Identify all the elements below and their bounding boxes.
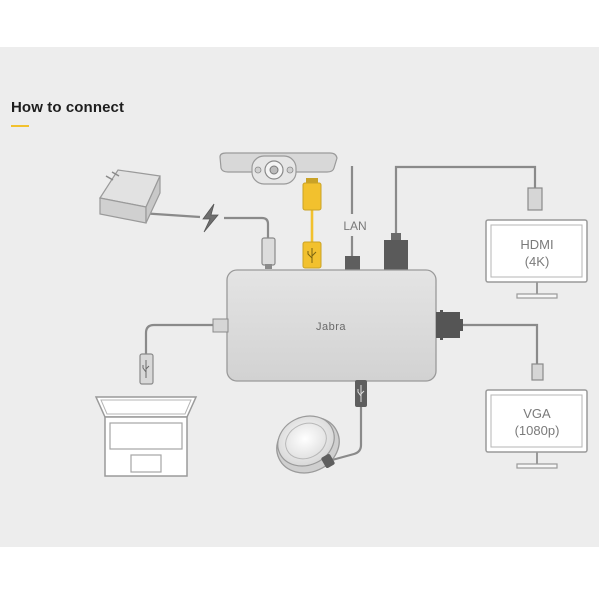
page-title: How to connect: [11, 99, 125, 116]
hdmi-monitor-resolution: (4K): [525, 254, 550, 269]
hdmi-connector: [527, 187, 543, 211]
speakerphone-icon: [276, 415, 340, 474]
power-adapter-icon: [99, 169, 161, 224]
power-plug: [261, 237, 276, 269]
vga-connector: [531, 363, 544, 381]
laptop-usb-plug: [139, 353, 154, 385]
hdmi-cable: [394, 165, 537, 238]
speakerphone-usb-plug: [355, 380, 367, 407]
hub-brand-label: Jabra: [316, 321, 346, 333]
laptop-icon: [94, 396, 198, 477]
hdmi-monitor-label: HDMI: [520, 237, 553, 252]
jabra-hub: [212, 269, 463, 382]
vga-monitor-resolution: (1080p): [515, 423, 560, 438]
lan-label: LAN: [343, 219, 366, 233]
monitor-icon: [485, 219, 588, 299]
speakerphone-cable: [331, 404, 363, 462]
vga-plug: [436, 310, 463, 340]
usb-symbol-icon: [357, 385, 365, 402]
vga-cable: [460, 323, 539, 366]
camera-icon: [219, 152, 338, 185]
laptop-cable: [144, 323, 216, 356]
lan-plug: [345, 256, 360, 271]
hdmi-plug: [384, 233, 408, 271]
camera-usb-plug-top: [302, 178, 322, 211]
monitor-icon: [485, 389, 588, 469]
usb-symbol-icon: [142, 360, 150, 378]
title-underline: [11, 125, 29, 127]
vga-monitor-label: VGA: [523, 406, 551, 421]
usb-symbol-icon: [307, 248, 317, 263]
camera-usb-plug-bottom: [302, 241, 322, 269]
lightning-icon: [202, 203, 219, 233]
